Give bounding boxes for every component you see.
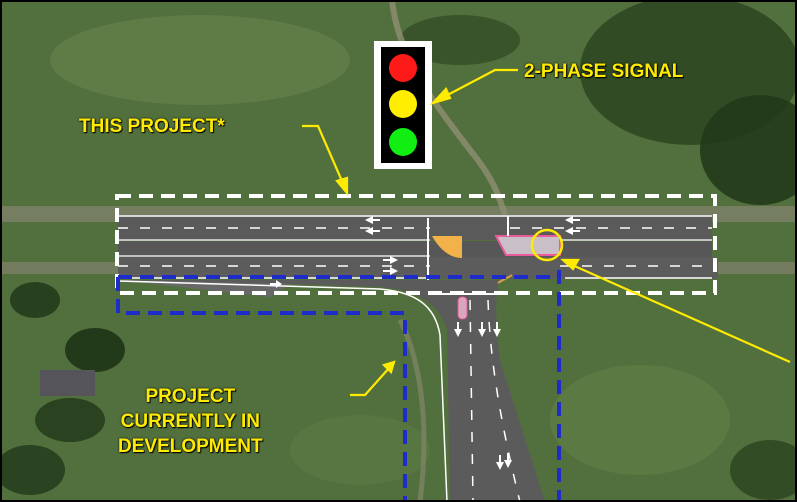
this-project-boundary [115,194,717,295]
signal-green-light [389,128,417,156]
lane-arrows [270,216,580,470]
development-label-line: DEVELOPMENT [118,436,263,457]
signal-red-light [389,54,417,82]
signal-label: 2-PHASE SIGNAL [524,61,684,82]
roadway [118,215,718,502]
development-label: PROJECT CURRENTLY IN DEVELOPMENT [118,384,263,459]
development-boundary [116,270,561,502]
callout-leaders [302,68,791,397]
building [40,370,95,396]
this-project-label: THIS PROJECT* [79,116,225,137]
dirt-path-south [397,318,427,502]
development-label-line: PROJECT [145,386,236,407]
signal-location-marker [530,228,564,262]
traffic-signal-icon [374,41,432,169]
signal-yellow-light [389,90,417,118]
development-label-line: CURRENTLY IN [120,411,260,432]
